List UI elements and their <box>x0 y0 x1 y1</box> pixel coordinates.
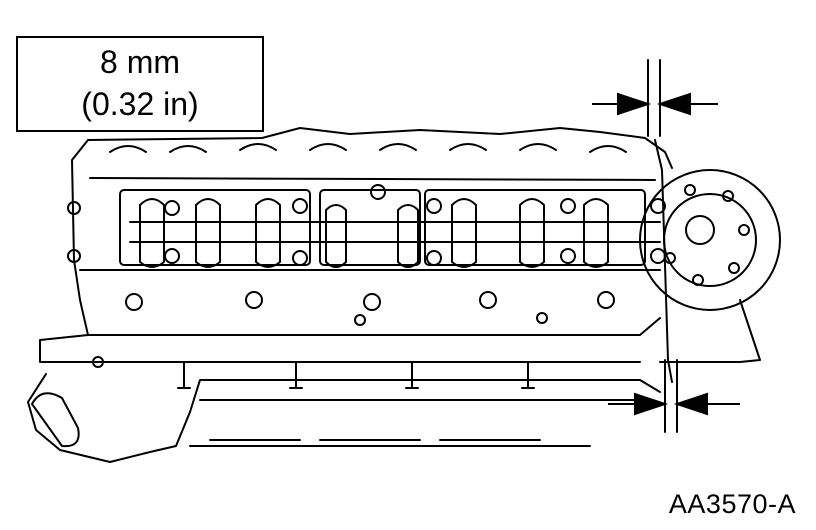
head-left-side <box>40 150 640 362</box>
head-bottom-rail <box>88 318 660 335</box>
cam-lobe <box>452 199 476 267</box>
manifold-runners <box>190 400 640 446</box>
cam-lobe <box>520 199 544 267</box>
bolt <box>427 251 441 265</box>
sprocket-hole <box>739 225 749 235</box>
sprocket-hole <box>729 263 739 273</box>
lower-bosses <box>93 292 614 367</box>
cam-lobe <box>256 199 280 267</box>
callout-metric: 8 mm <box>100 44 180 80</box>
arrow-head <box>618 94 648 114</box>
bolt <box>427 199 441 213</box>
bolt <box>561 199 575 213</box>
bolt <box>165 249 179 263</box>
cam-lobe <box>326 205 346 267</box>
sprocket-hole <box>723 191 733 201</box>
cam-lobe <box>398 205 418 267</box>
sprocket-outer <box>640 170 780 310</box>
stud-stubs <box>178 362 534 388</box>
measurement-callout: 8 mm (0.32 in) <box>16 36 264 132</box>
bolt <box>651 199 665 213</box>
cap-bolts <box>68 185 665 265</box>
boss-small <box>93 357 103 367</box>
callout-imperial: (0.32 in) <box>81 86 199 122</box>
bolt <box>561 249 575 263</box>
boss-bolt <box>480 292 496 308</box>
boss-small <box>537 313 547 323</box>
boss-bolt <box>598 292 614 308</box>
cam-lobe <box>140 199 164 267</box>
front-cover-edge <box>655 140 760 382</box>
boss-bolt <box>126 294 142 310</box>
stud <box>522 362 534 388</box>
bolt <box>371 185 385 199</box>
bolt <box>165 201 179 215</box>
bearing-cap-3 <box>425 190 645 265</box>
arrow-head <box>660 94 690 114</box>
gauge-bar-bottom <box>665 360 677 432</box>
gauge-bar-top <box>648 60 660 136</box>
bolt <box>293 251 307 265</box>
sprocket-hub <box>686 216 714 244</box>
manifold-outline <box>28 374 660 462</box>
cam-lobe <box>196 199 220 267</box>
cam-sprocket <box>640 170 780 310</box>
bolt <box>651 249 665 263</box>
bearing-cap-2 <box>320 190 420 265</box>
boss-bolt <box>364 294 380 310</box>
head-top-outline <box>80 128 672 168</box>
boss-bolt <box>246 292 262 308</box>
stud <box>290 362 302 388</box>
sprocket-hole <box>693 275 703 285</box>
bolt <box>293 199 307 213</box>
stud <box>178 362 190 388</box>
camshaft-tube <box>130 222 660 242</box>
arrow-head <box>635 394 665 414</box>
bolt <box>68 250 80 262</box>
head-upper-rail <box>90 178 655 180</box>
figure-id: AA3570-A <box>668 489 796 519</box>
stud <box>406 362 418 388</box>
arrow-head <box>677 394 707 414</box>
top-bumps <box>110 144 626 152</box>
manifold-pipe <box>32 393 79 446</box>
sprocket-hole <box>685 185 695 195</box>
cam-lobes <box>140 199 608 267</box>
bolt <box>68 202 80 214</box>
cam-lobe <box>584 199 608 267</box>
boss-small <box>355 315 365 325</box>
